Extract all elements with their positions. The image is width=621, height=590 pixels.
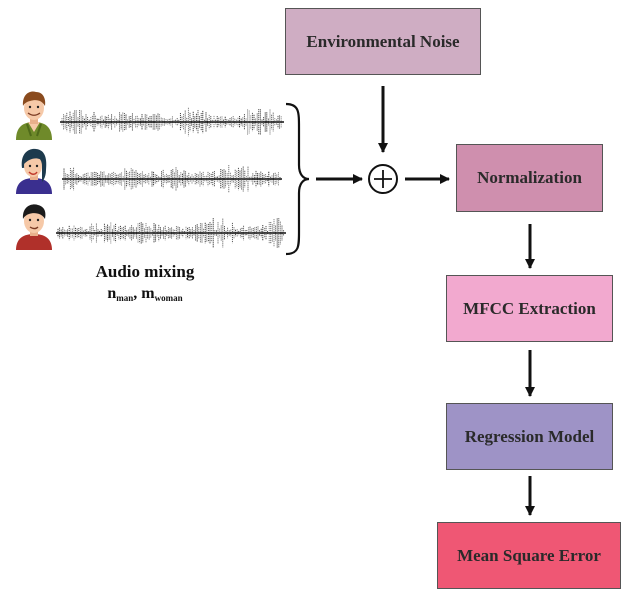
- audio-waveform: [62, 165, 282, 193]
- environmental-noise-box: Environmental Noise: [285, 8, 481, 75]
- mfcc-extraction-box: MFCC Extraction: [446, 275, 613, 342]
- audio-waveform: [60, 107, 284, 137]
- regression-model-label: Regression Model: [464, 426, 595, 446]
- woman-blue-shirt-avatar: [16, 148, 52, 194]
- environmental-noise-label: Environmental Noise: [306, 31, 460, 51]
- formula-separator: ,: [133, 285, 142, 302]
- audio-mixing-caption: Audio mixing: [95, 262, 195, 281]
- formula-m-subscript: woman: [154, 293, 183, 303]
- formula-m: m: [141, 285, 155, 302]
- normalization-label: Normalization: [477, 168, 582, 187]
- audio-waveform: [56, 218, 286, 248]
- mixing-brace: [285, 102, 310, 256]
- mixing-formula: nman, mwoman: [80, 285, 210, 303]
- mfcc-extraction-label: MFCC Extraction: [463, 298, 596, 318]
- mean-square-error-box: Mean Square Error: [437, 522, 621, 589]
- regression-model-box: Regression Model: [446, 403, 613, 470]
- formula-n: n: [107, 285, 117, 302]
- formula-n-subscript: man: [116, 293, 134, 303]
- normalization-box: Normalization: [456, 144, 603, 212]
- man-red-shirt-avatar: [16, 204, 52, 250]
- man-green-shirt-avatar: [16, 91, 52, 140]
- circled-plus-icon: [368, 164, 398, 194]
- mean-square-error-label: Mean Square Error: [457, 545, 601, 565]
